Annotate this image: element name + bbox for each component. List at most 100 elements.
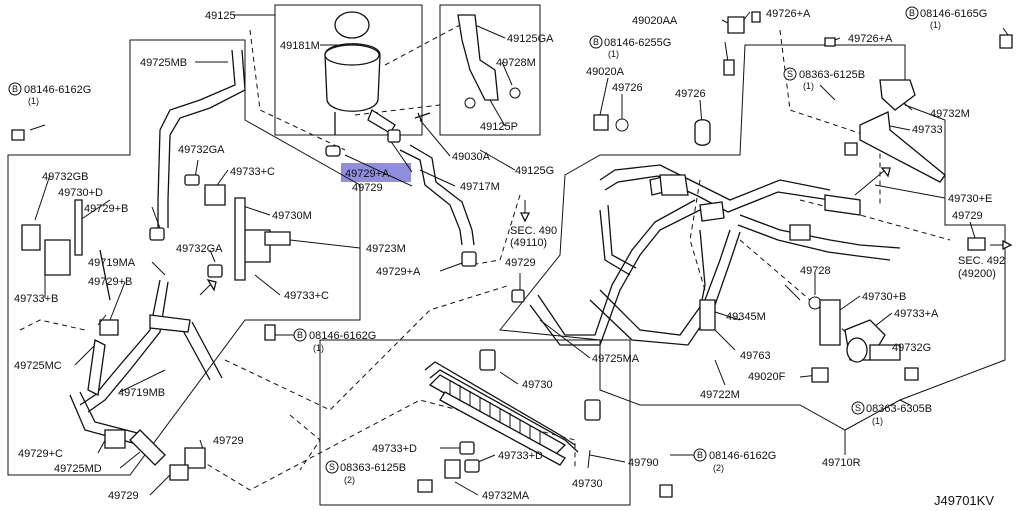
- bolt-badge: B: [12, 84, 18, 94]
- callout-49732ma[interactable]: 49732MA: [482, 490, 530, 502]
- reservoir-frame: [274, 4, 423, 136]
- callout-08146-6255g[interactable]: B 08146-6255G (1): [589, 35, 671, 59]
- callout-49726-left[interactable]: 49726: [612, 82, 643, 94]
- callout-49725ma[interactable]: 49725MA: [592, 353, 640, 365]
- callout-49728m[interactable]: 49728M: [496, 57, 536, 69]
- callout-08363-6125b-upper[interactable]: S 08363-6125B (1): [783, 67, 865, 91]
- callout-49729-right[interactable]: 49729: [952, 210, 983, 222]
- callout-49717m[interactable]: 49717M: [460, 181, 500, 193]
- callout-49726-right[interactable]: 49726: [675, 88, 706, 100]
- callout-49763[interactable]: 49763: [740, 350, 771, 362]
- parts: [11, 11, 1013, 498]
- callout-49733-d-b[interactable]: 49733+D: [498, 450, 543, 462]
- main-assembly-frame: [499, 44, 1006, 431]
- callout-49732g[interactable]: 49732G: [892, 342, 931, 354]
- callout-49020aa[interactable]: 49020AA: [632, 15, 678, 27]
- svg-text:08146-6162G: 08146-6162G: [709, 450, 776, 462]
- callout-49732ga-lower[interactable]: 49732GA: [176, 243, 223, 255]
- svg-text:SEC. 490: SEC. 490: [510, 225, 557, 237]
- callout-49020a[interactable]: 49020A: [586, 66, 625, 78]
- svg-text:(2): (2): [713, 463, 724, 473]
- callout-08363-6305b[interactable]: S 08363-6305B (1): [851, 401, 932, 426]
- callout-49729-center[interactable]: 49729: [505, 257, 536, 269]
- svg-text:08146-6255G: 08146-6255G: [604, 37, 671, 49]
- svg-text:08363-6125B: 08363-6125B: [799, 69, 865, 81]
- callout-49725mc[interactable]: 49725MC: [14, 360, 62, 372]
- bolt-badge: B: [909, 8, 915, 18]
- svg-text:08146-6165G: 08146-6165G: [920, 8, 987, 20]
- callout-49125ga[interactable]: 49125GA: [507, 33, 554, 45]
- callout-49020f[interactable]: 49020F: [748, 371, 786, 383]
- screw-badge: S: [855, 403, 861, 413]
- callout-49726-a-upper[interactable]: 49726+A: [766, 8, 811, 20]
- direction-arrows: [97, 167, 1013, 326]
- callout-49722m[interactable]: 49722M: [700, 389, 740, 401]
- callout-08146-6162g-b[interactable]: B 08146-6162G (1): [293, 328, 376, 353]
- callout-49729-lower-right[interactable]: 49729: [213, 435, 244, 447]
- callout-49733[interactable]: 49733: [912, 124, 943, 136]
- callout-49732gb[interactable]: 49732GB: [42, 171, 88, 183]
- callout-49733-c-lower[interactable]: 49733+C: [284, 290, 329, 302]
- svg-text:08363-6305B: 08363-6305B: [866, 403, 932, 415]
- callout-49790[interactable]: 49790: [628, 457, 659, 469]
- callout-49729-c[interactable]: 49729+C: [18, 448, 63, 460]
- callout-49733-d-a[interactable]: 49733+D: [372, 443, 417, 455]
- callout-49732ga[interactable]: 49732GA: [178, 144, 225, 156]
- callout-49732m[interactable]: 49732M: [930, 108, 970, 120]
- callout-49730-lower[interactable]: 49730: [572, 478, 603, 490]
- svg-text:(1): (1): [872, 416, 883, 426]
- callout-49030a[interactable]: 49030A: [452, 151, 491, 163]
- svg-text:(1): (1): [608, 49, 619, 59]
- callout-08363-6125b-cooler[interactable]: S 08363-6125B (2): [325, 460, 406, 485]
- callout-49723m[interactable]: 49723M: [366, 243, 406, 255]
- callout-49125g[interactable]: 49125G: [515, 165, 554, 177]
- bolt-badge: B: [297, 330, 303, 340]
- callout-49729-bottom[interactable]: 49729: [108, 490, 139, 502]
- callout-08146-6165g[interactable]: B 08146-6165G (1): [905, 6, 987, 30]
- hoses-and-pipes: [69, 49, 901, 446]
- svg-text:(1): (1): [28, 96, 39, 106]
- svg-text:(2): (2): [344, 475, 355, 485]
- svg-text:(49200): (49200): [958, 268, 996, 280]
- callout-49730-b[interactable]: 49730+B: [862, 291, 906, 303]
- callout-sec-490[interactable]: SEC. 490 (49110): [510, 225, 557, 249]
- svg-text:08363-6125B: 08363-6125B: [340, 462, 406, 474]
- callout-49730m[interactable]: 49730M: [272, 210, 312, 222]
- cooler-frame: [319, 339, 631, 506]
- callout-49125p[interactable]: 49125P: [480, 121, 518, 133]
- callout-49733-c[interactable]: 49733+C: [230, 166, 275, 178]
- callout-49725mb[interactable]: 49725MB: [140, 57, 187, 69]
- callout-08146-6162g-c[interactable]: B 08146-6162G (2): [693, 448, 776, 473]
- callout-49729-a-lower[interactable]: 49729+A: [376, 266, 421, 278]
- bolt-badge: B: [697, 450, 703, 460]
- callout-49125[interactable]: 49125: [205, 10, 236, 22]
- svg-text:(1): (1): [803, 81, 814, 91]
- callout-08146-6162g-a[interactable]: B 08146-6162G (1): [8, 82, 91, 106]
- callout-49729-a-highlighted[interactable]: 49729+A: [345, 168, 390, 180]
- diagram-id: J49701KV: [934, 493, 994, 508]
- callout-49729-b-upper[interactable]: 49729+B: [84, 203, 128, 215]
- callout-49719mb[interactable]: 49719MB: [118, 387, 165, 399]
- callout-49730-d[interactable]: 49730+D: [58, 187, 103, 199]
- callout-49181m[interactable]: 49181M: [280, 40, 320, 52]
- callout-labels: 49125 49181M 49725MB B 08146-6162G (1) 4…: [8, 6, 1005, 502]
- callout-49733-b[interactable]: 49733+B: [14, 293, 58, 305]
- svg-text:(1): (1): [313, 343, 324, 353]
- screw-badge: S: [787, 69, 793, 79]
- callout-49726-a-right[interactable]: 49726+A: [848, 33, 893, 45]
- callout-49730-e[interactable]: 49730+E: [948, 193, 992, 205]
- callout-49345m[interactable]: 49345M: [726, 311, 766, 323]
- screw-badge: S: [329, 462, 335, 472]
- callout-49725md[interactable]: 49725MD: [54, 463, 102, 475]
- callout-49730-cooler[interactable]: 49730: [522, 379, 553, 391]
- svg-text:(49110): (49110): [510, 237, 547, 249]
- callout-49728[interactable]: 49728: [800, 265, 831, 277]
- callout-sec-492[interactable]: SEC. 492 (49200): [958, 255, 1005, 280]
- callout-49710r[interactable]: 49710R: [822, 457, 861, 469]
- svg-text:(1): (1): [930, 20, 941, 30]
- callout-49719ma[interactable]: 49719MA: [88, 257, 136, 269]
- callout-49733-a[interactable]: 49733+A: [894, 308, 939, 320]
- callout-49729-reservoir[interactable]: 49729: [352, 182, 383, 194]
- callout-49729-b-lower[interactable]: 49729+B: [88, 276, 132, 288]
